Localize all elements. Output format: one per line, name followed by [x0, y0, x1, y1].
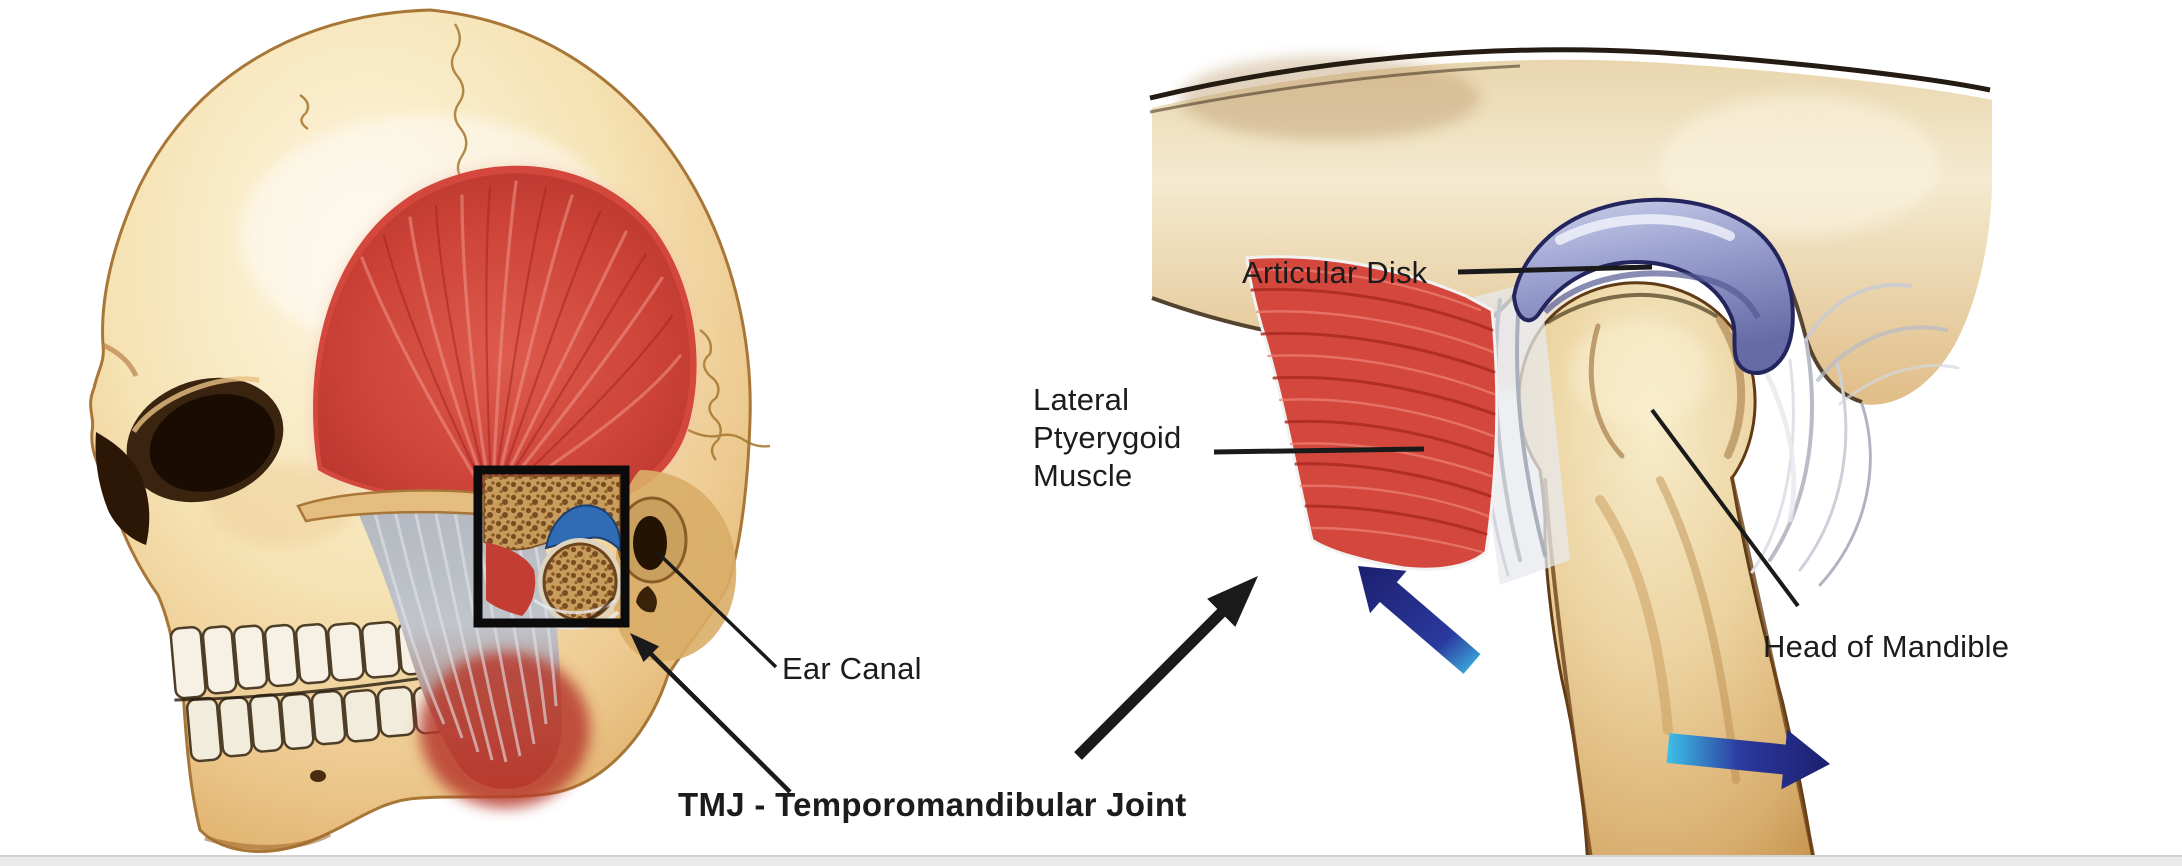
tmj-inset-box	[473, 465, 630, 628]
head-of-mandible-leader-line	[1650, 408, 1800, 608]
tmj-closeup-view	[1149, 47, 1992, 866]
ear-region	[613, 470, 737, 662]
articular-disk-label: Articular Disk	[1242, 255, 1428, 290]
lateral-pterygoid-label: Lateral Ptyerygoid Muscle	[1033, 382, 1182, 493]
tmj-inset-scene	[483, 475, 622, 630]
temporalis-muscle	[313, 165, 697, 511]
pterygoid-leader-line	[1213, 446, 1425, 455]
motion-arrow-down-right	[1666, 729, 1830, 790]
skull-lateral-view	[89, 8, 771, 853]
eye-socket	[126, 376, 284, 503]
lateral-pterygoid-muscle	[1245, 255, 1499, 571]
chin-shading	[204, 831, 332, 850]
tmj-caption: TMJ - Temporomandibular Joint	[678, 786, 1187, 823]
ear-canal-opening	[633, 516, 667, 570]
motion-arrow-up-left	[1358, 566, 1481, 674]
mental-foramen	[310, 770, 326, 782]
brow-ridge	[101, 342, 139, 378]
ear-canal-label: Ear Canal	[782, 651, 922, 686]
ear-canal-leader-line	[656, 551, 778, 669]
articular-disk-leader-line	[1457, 264, 1653, 275]
footer-bar	[0, 855, 2182, 866]
tmj-arrow-to-skull	[630, 633, 792, 794]
pterygoid-striations	[1247, 268, 1496, 554]
skull-base-contour	[1149, 47, 1991, 101]
mandible-condyle	[1517, 281, 1816, 866]
tmj-arrow-to-closeup	[1074, 576, 1258, 760]
condyle-shading	[1543, 293, 1816, 866]
head-of-mandible-label: Head of Mandible	[1763, 629, 2010, 664]
inset-pterygoid	[486, 542, 536, 616]
nasal-aperture	[95, 432, 150, 545]
leader-lines	[630, 264, 1800, 794]
